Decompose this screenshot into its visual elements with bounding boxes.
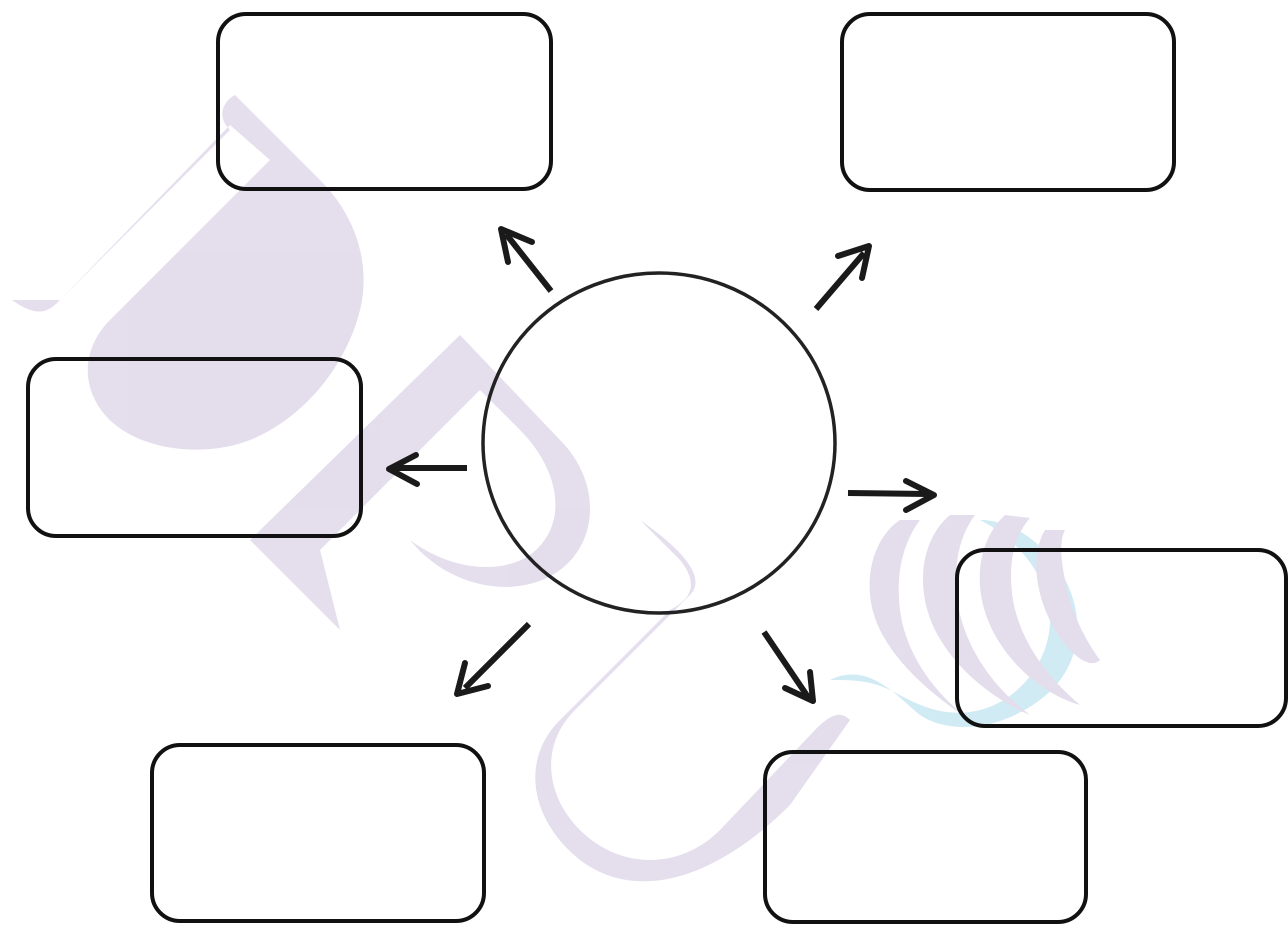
arrow-to-middle-left <box>386 452 467 487</box>
hub-circle <box>481 271 837 615</box>
box-bottom-left <box>150 743 486 923</box>
box-middle-right <box>955 548 1288 728</box>
watermark-stroke-upper <box>12 95 364 450</box>
arrow-to-bottom-left <box>454 621 532 697</box>
arrow-to-top-right <box>813 243 872 311</box>
arrow-to-top-left <box>498 226 554 293</box>
watermark-logo <box>12 95 1100 882</box>
box-top-right <box>840 12 1176 192</box>
watermark-stroke-lower <box>535 520 850 882</box>
box-bottom-right <box>763 750 1088 924</box>
box-top-left <box>216 12 553 191</box>
arrow-to-middle-right <box>847 478 937 513</box>
watermark-swirl-purple-1 <box>869 520 970 720</box>
watermark-swirl-purple-3 <box>979 515 1080 705</box>
arrow-to-bottom-right <box>761 630 816 704</box>
watermark-swirl-purple-4 <box>1036 530 1100 664</box>
watermark-stroke-middle <box>250 335 590 630</box>
box-middle-left <box>26 357 363 538</box>
watermark-swirl-purple-2 <box>923 515 1030 715</box>
